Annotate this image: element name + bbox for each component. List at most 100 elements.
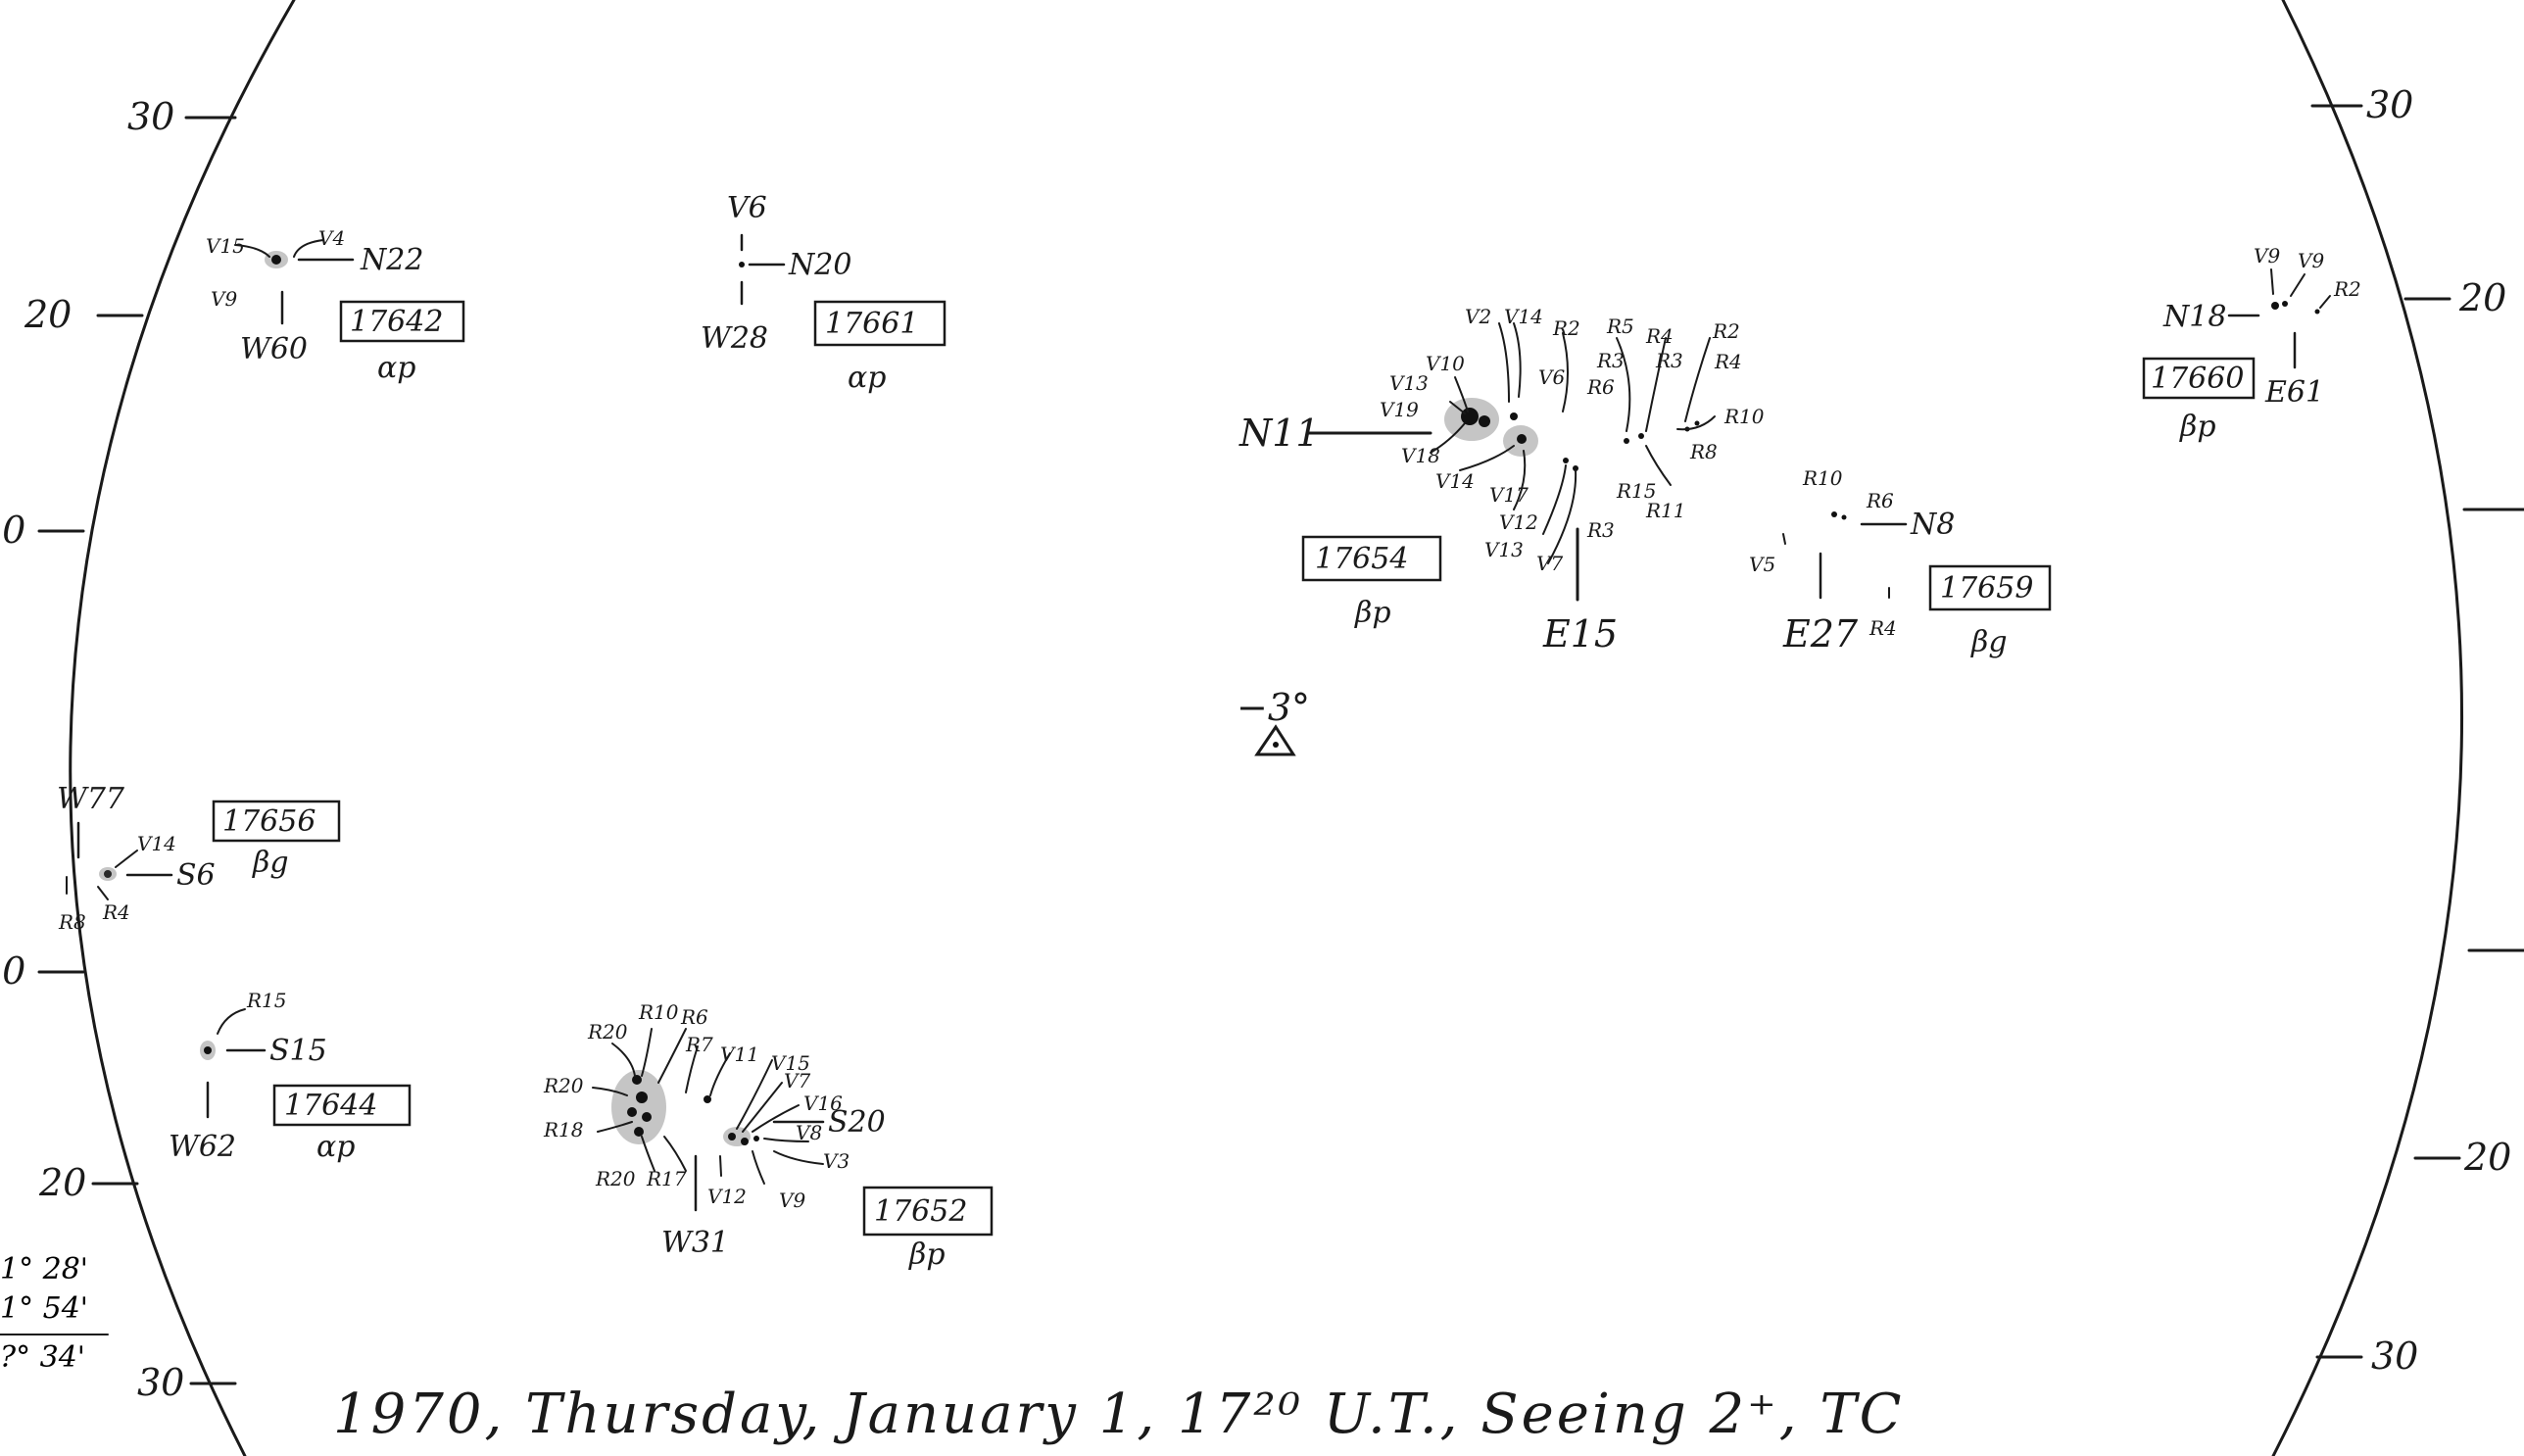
longitude-label: W28 bbox=[701, 321, 768, 356]
left-tick-label: 30 bbox=[127, 95, 174, 138]
spot-label: R4 bbox=[1869, 616, 1897, 640]
spot-label: R8 bbox=[1689, 440, 1718, 463]
region-class: βg bbox=[1970, 625, 2008, 659]
spot-label: R20 bbox=[595, 1167, 636, 1190]
spot-label: R15 bbox=[246, 989, 287, 1012]
spot-label: V7 bbox=[1536, 552, 1563, 575]
region-number: 17652 bbox=[874, 1194, 967, 1229]
left-tick-label: 30 bbox=[137, 1361, 184, 1404]
region-number: 17660 bbox=[2151, 362, 2244, 396]
spot-label: V14 bbox=[137, 832, 176, 855]
region-17660: V9 V9 R2 N18 E61 17660 βp bbox=[2142, 244, 2361, 444]
spot-label: R10 bbox=[1802, 466, 1843, 490]
region-number: 17654 bbox=[1315, 542, 1408, 576]
left-tick-label: 20 bbox=[38, 1161, 86, 1204]
spot-label: R3 bbox=[1655, 349, 1683, 372]
spot-label: R2 bbox=[2333, 277, 2361, 301]
longitude-label: E61 bbox=[2264, 375, 2324, 410]
spot-label: R17 bbox=[646, 1167, 687, 1190]
side-value: 1° 28' bbox=[0, 1252, 88, 1286]
latitude-label: N18 bbox=[2162, 300, 2226, 334]
region-class: αp bbox=[377, 351, 415, 385]
longitude-label: E27 bbox=[1782, 612, 1859, 655]
region-number: 17656 bbox=[222, 804, 316, 839]
left-scale: 30 20 10 10 20 30 bbox=[0, 95, 237, 1404]
spot-label: V14 bbox=[1504, 305, 1543, 328]
spot-label: V9 bbox=[2254, 244, 2280, 267]
spot-label: R18 bbox=[543, 1118, 584, 1141]
side-values: 1° 28' 1° 54' ?° 34' bbox=[0, 1252, 109, 1375]
spot-label: V12 bbox=[707, 1185, 747, 1208]
region-17661: V6 N20 W28 17661 αp bbox=[701, 191, 946, 395]
spot-label: V19 bbox=[1380, 398, 1419, 421]
spot-label: V14 bbox=[1435, 469, 1475, 493]
left-tick-label: 10 bbox=[0, 949, 25, 993]
spot-label: R20 bbox=[587, 1020, 628, 1043]
latitude-label: N8 bbox=[1910, 508, 1955, 542]
region-17659: R10 R6 V5 R4 N8 E27 17659 βg bbox=[1749, 466, 2052, 659]
latitude-label: N11 bbox=[1238, 412, 1320, 455]
region-17644: R15 S15 W62 17644 αp bbox=[169, 989, 412, 1164]
region-17654: N11 E15 V2 V14 R2 R5 R4 R2 bbox=[1238, 305, 1765, 655]
longitude-label: W77 bbox=[57, 782, 125, 816]
spot-label: R6 bbox=[1866, 489, 1894, 512]
spot-label: R3 bbox=[1586, 518, 1615, 542]
right-tick-label: 30 bbox=[2371, 1335, 2418, 1378]
region-class: αp bbox=[316, 1130, 355, 1164]
solar-limb-right bbox=[2271, 0, 2464, 1456]
spot-label: R8 bbox=[58, 910, 86, 934]
spot-label: V12 bbox=[1499, 510, 1538, 534]
spot-label: V3 bbox=[823, 1149, 849, 1173]
region-class: βp bbox=[1354, 596, 1391, 630]
region-17652: R20 R10 R6 R7 V11 V15 V7 R20 V16 R18 V8 … bbox=[543, 1000, 994, 1272]
region-17642: V15 V4 V9 N22 W60 17642 αp bbox=[206, 226, 465, 385]
right-tick-label: 30 bbox=[2366, 83, 2413, 126]
spot-label: R4 bbox=[1645, 324, 1674, 348]
spot-label: V6 bbox=[1538, 365, 1565, 389]
spot-label: R5 bbox=[1606, 315, 1634, 338]
left-tick-label: 10 bbox=[0, 509, 25, 552]
right-tick-label: 20 bbox=[2463, 1136, 2511, 1179]
spot-label: V15 bbox=[206, 234, 245, 258]
region-number: 17659 bbox=[1940, 571, 2033, 606]
spot-label: R15 bbox=[1616, 479, 1657, 503]
latitude-label: N20 bbox=[788, 248, 851, 282]
spot-label: V17 bbox=[1489, 483, 1529, 507]
latitude-label: S20 bbox=[828, 1105, 886, 1140]
longitude-label: W60 bbox=[240, 332, 308, 366]
orientation-angle: −3° bbox=[1237, 686, 1310, 729]
solar-limb-left bbox=[69, 0, 296, 1456]
region-class: βp bbox=[908, 1238, 946, 1272]
spot-label: V2 bbox=[1465, 305, 1491, 328]
spot-label: V13 bbox=[1389, 371, 1429, 395]
spot-label: R20 bbox=[543, 1074, 584, 1097]
left-tick-label: 20 bbox=[24, 293, 72, 336]
region-class: βp bbox=[2179, 410, 2216, 444]
region-number: 17644 bbox=[284, 1089, 377, 1123]
right-scale: 30 20 20 30 bbox=[2310, 83, 2524, 1378]
spot-label: R2 bbox=[1712, 319, 1740, 343]
spot-label: V10 bbox=[1426, 352, 1465, 375]
latitude-label: S15 bbox=[269, 1034, 327, 1068]
spot-label: R11 bbox=[1645, 499, 1686, 522]
region-17656: V14 R8 R4 S6 W77 17656 βg bbox=[57, 782, 341, 934]
spot-label: V6 bbox=[727, 191, 767, 225]
region-class: αp bbox=[848, 361, 886, 395]
latitude-label: N22 bbox=[360, 243, 423, 277]
latitude-label: S6 bbox=[176, 858, 216, 893]
spot-label: R2 bbox=[1552, 316, 1580, 340]
orientation-marker: −3° bbox=[1237, 686, 1310, 756]
spot-label: R4 bbox=[1714, 350, 1742, 373]
longitude-label: E15 bbox=[1542, 612, 1618, 655]
longitude-label: W31 bbox=[661, 1226, 729, 1260]
spot-label: V9 bbox=[2298, 249, 2324, 272]
spot-label: V16 bbox=[803, 1092, 843, 1115]
spot-label: V8 bbox=[796, 1121, 822, 1144]
spot-label: R10 bbox=[1723, 405, 1765, 428]
right-tick-label: 20 bbox=[2458, 276, 2506, 319]
spot-label: R6 bbox=[680, 1005, 708, 1029]
spot-label: R7 bbox=[685, 1033, 713, 1056]
spot-label: V4 bbox=[318, 226, 345, 250]
spot-label: V13 bbox=[1484, 538, 1524, 561]
